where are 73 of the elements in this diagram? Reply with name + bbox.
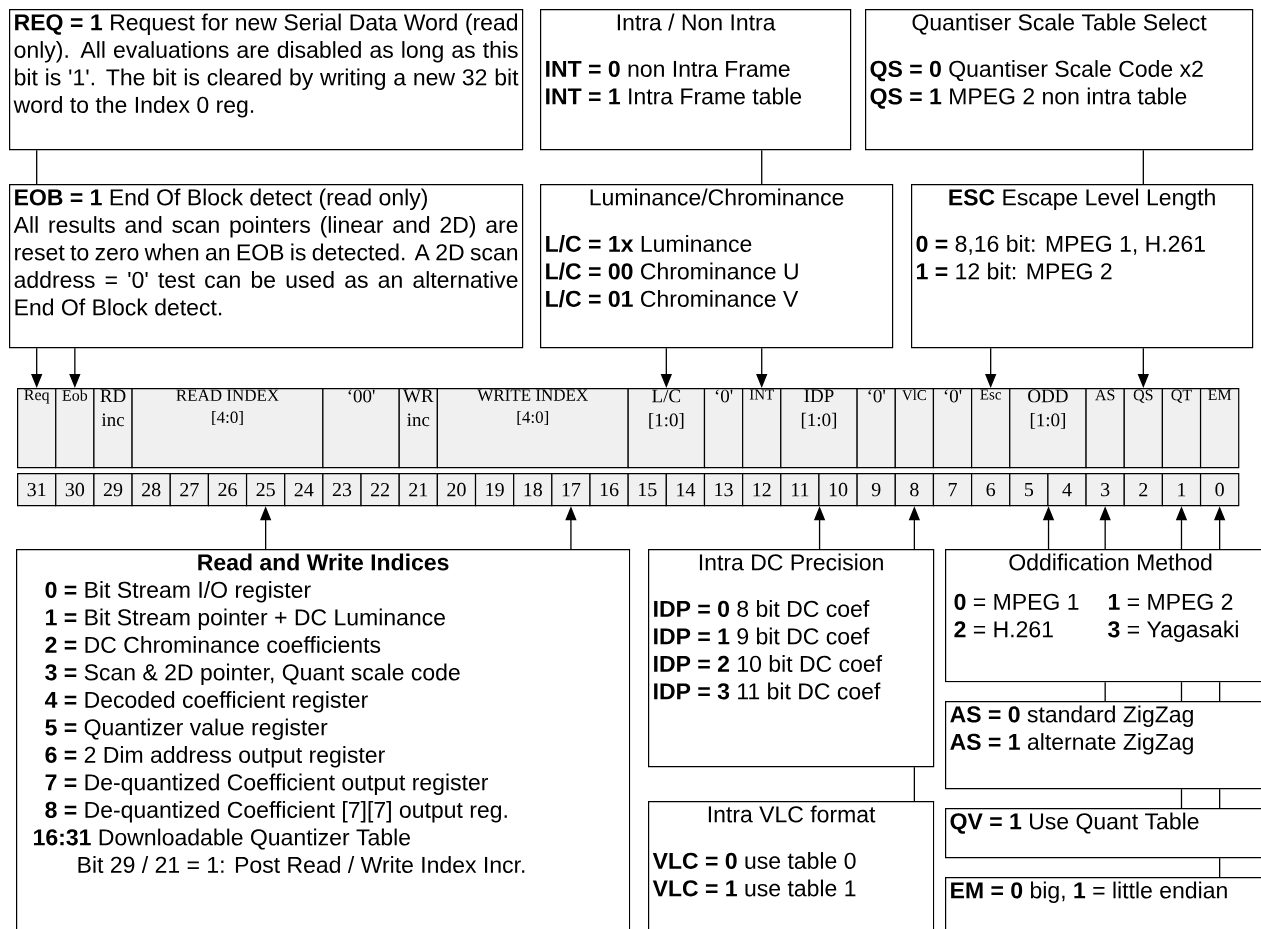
bit-number-cell: 12	[742, 473, 782, 507]
bit-number-cell: 19	[474, 473, 515, 507]
connector-line	[1180, 681, 1183, 702]
register-field-cell: QS	[1123, 388, 1163, 469]
register-field-cell: ‘00'	[322, 388, 400, 469]
description-box: ESC Escape Level Length 0 = 8,16 bit: MPEG 1, H.261 1 = 12 bit: MPEG 2	[911, 184, 1254, 349]
register-field-cell: ‘0'	[856, 388, 896, 469]
bit-number-cell: 6	[971, 473, 1011, 507]
bit-number-cell: 7	[932, 473, 973, 507]
connector-line	[1180, 788, 1183, 809]
register-field-cell: QT	[1161, 388, 1202, 469]
description-box: Luminance/Chrominance L/C = 1x Luminance L/C = 00 Chrominance U L/C = 01 Chrominance V	[540, 184, 894, 349]
register-field-cell: INT	[742, 388, 782, 469]
register-field-cell: ‘0'	[703, 388, 744, 469]
bit-number-cell: 20	[436, 473, 477, 507]
bit-number-cell: 27	[169, 473, 209, 507]
bit-number-cell: 14	[665, 473, 706, 507]
bit-number-cell: 9	[856, 473, 896, 507]
register-field-cell: RD inc	[93, 388, 133, 469]
connector-line	[1104, 681, 1106, 702]
description-box: QV = 1 Use Quant Table	[945, 808, 1261, 859]
description-box: Intra VLC format VLC = 0 use table 0 VLC = 1 use table 1	[648, 801, 935, 929]
connector-line	[1142, 149, 1144, 185]
description-box: Intra DC Precision IDP = 0 8 bit DC coef IDP = 1 9 bit DC coef IDP = 2 10 bit DC coef IDP = 3 11 bit DC coef	[648, 549, 935, 768]
register-field-cell: Req	[17, 388, 57, 469]
connector-line	[913, 766, 915, 802]
register-field-cell: WR inc	[398, 388, 438, 469]
register-field-cell: Esc	[971, 388, 1011, 469]
description-box: AS = 0 standard ZigZag AS = 1 alternate ZigZag	[945, 701, 1261, 790]
connector-line	[1219, 681, 1221, 702]
description-box: EM = 0 big, 1 = little endian	[945, 877, 1261, 929]
bit-number-cell: 23	[322, 473, 362, 507]
description-box: Oddification Method 0 = MPEG 1 1 = MPEG 2 2 = H.261 3 = Yagasaki	[945, 549, 1261, 683]
description-box: Read and Write Indices 0 = Bit Stream I/O register 1 = Bit Stream pointer + DC Luminance 2 = DC Chrominance coefficients 3 = Scan & 2D pointer, Quant scale code 4 = Decoded coefficient register 5 = Quantizer value register 6 = 2 Dim address output register 7 = De-quantized Coefficient output register 8 = De-quantized Coefficient [7][7] output reg. 16:31 Downloadable Quantizer Table Bit 29 / 21 = 1: Post Read / Write Index Incr.	[16, 549, 631, 929]
register-field-cell: ‘0'	[932, 388, 973, 469]
register-field-cell: EM	[1199, 388, 1240, 469]
bit-number-cell: 0	[1199, 473, 1240, 507]
bit-number-cell: 17	[551, 473, 591, 507]
bit-number-cell: 25	[245, 473, 286, 507]
description-box: REQ = 1 Request for new Serial Data Word (read only). All evaluations are disabled as long as this bit is '1'. The bit is cleared by writing a new 32 bit word to the Index 0 reg.	[9, 9, 524, 151]
bit-number-cell: 21	[398, 473, 438, 507]
bit-number-cell: 29	[93, 473, 133, 507]
connector-line	[36, 149, 38, 185]
bit-number-cell: 24	[284, 473, 324, 507]
bit-number-cell: 30	[55, 473, 95, 507]
register-field-cell: AS	[1085, 388, 1125, 469]
description-box: Intra / Non Intra INT = 0 non Intra Frame INT = 1 Intra Frame table	[540, 9, 852, 151]
description-box: EOB = 1 End Of Block detect (read only) All results and scan pointers (linear and 2D) are reset to zero when an EOB is detected. A 2D scan address = '0' test can be used as an alternative End Of Block detect.	[9, 184, 524, 349]
register-field-cell: Eob	[55, 388, 95, 469]
bit-number-cell: 16	[589, 473, 629, 507]
bit-number-cell: 22	[360, 473, 400, 507]
bit-number-cell: 2	[1123, 473, 1163, 507]
register-field-cell: L/C [1:0]	[627, 388, 706, 469]
register-field-cell: VlC	[894, 388, 935, 469]
bit-number-cell: 3	[1085, 473, 1125, 507]
connector-line	[1219, 857, 1221, 878]
bit-number-cell: 26	[207, 473, 248, 507]
connector-line	[1219, 788, 1221, 809]
bit-number-cell: 11	[780, 473, 820, 507]
bit-number-cell: 13	[703, 473, 744, 507]
bit-number-cell: 8	[894, 473, 935, 507]
bit-number-cell: 10	[818, 473, 858, 507]
bit-number-cell: 4	[1047, 473, 1087, 507]
bit-number-cell: 18	[513, 473, 553, 507]
bit-number-cell: 5	[1009, 473, 1049, 507]
bit-number-cell: 1	[1161, 473, 1202, 507]
bit-number-cell: 31	[17, 473, 57, 507]
bit-number-cell: 15	[627, 473, 667, 507]
register-field-cell: IDP [1:0]	[780, 388, 858, 469]
bit-number-cell: 28	[131, 473, 171, 507]
connector-line	[761, 149, 763, 185]
description-box: Quantiser Scale Table Select QS = 0 Quantiser Scale Code x2 QS = 1 MPEG 2 non intra table	[865, 9, 1254, 151]
register-field-cell: ODD [1:0]	[1009, 388, 1087, 469]
